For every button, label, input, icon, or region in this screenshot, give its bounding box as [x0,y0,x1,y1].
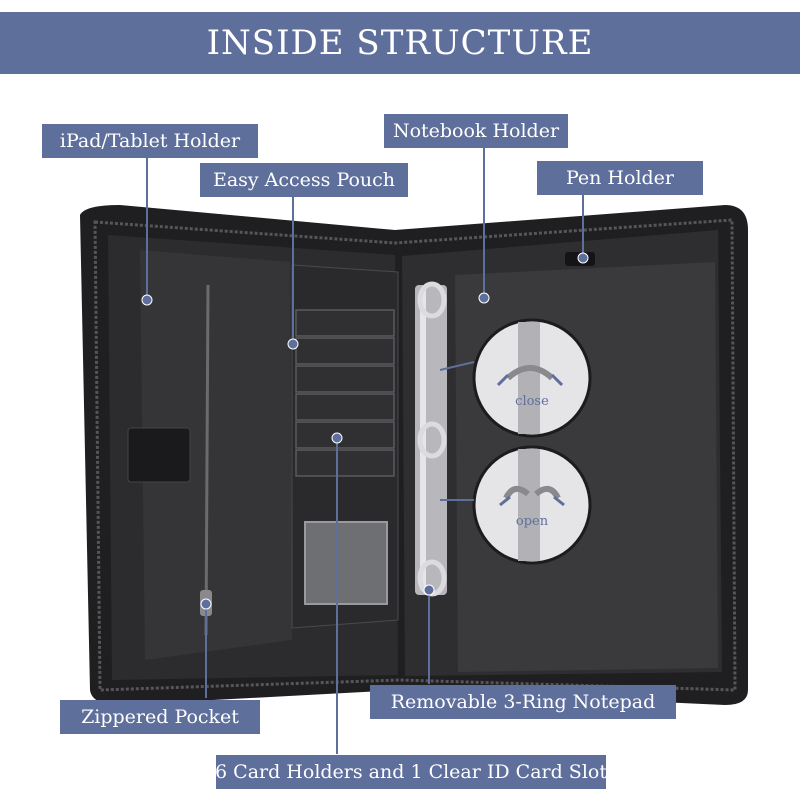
open-callout-label: open [516,514,549,529]
label-ipad-holder-text: iPad/Tablet Holder [59,130,241,152]
leader-cards [336,438,338,754]
label-ring-notepad-text: Removable 3-Ring Notepad [390,691,656,713]
dot-zippered [200,598,212,610]
leader-zippered [205,600,207,698]
card-slot [295,337,395,365]
dot-pouch [287,338,299,350]
card-slot [295,309,395,337]
label-ring-notepad: Removable 3-Ring Notepad [370,685,676,719]
label-card-holders-text: 6 Card Holders and 1 Clear ID Card Slot [215,761,607,783]
ring-open-callout: open [472,445,592,565]
label-easy-access-pouch: Easy Access Pouch [200,163,408,197]
label-zippered-pocket: Zippered Pocket [60,700,260,734]
page-title-banner: INSIDE STRUCTURE [0,12,800,74]
label-pen-holder-text: Pen Holder [565,167,675,189]
card-slot [295,365,395,393]
card-slots [295,309,395,477]
binder-ring [417,281,447,319]
leader-pouch [292,196,294,344]
ring-close-callout: close [472,318,592,438]
leader-notebook [483,146,485,298]
clear-id-slot [304,521,388,605]
dot-pen [577,252,589,264]
dot-cards [331,432,343,444]
tablet-strap [127,427,191,483]
dot-notebook [478,292,490,304]
zipper-edge [93,218,737,692]
card-slot [295,449,395,477]
ring-bar-shine [420,290,426,590]
leader-ring-notepad [428,590,430,684]
tablet-holder-panel [140,250,292,660]
dot-ipad [141,294,153,306]
label-ipad-holder: iPad/Tablet Holder [42,124,258,158]
callout-pointer [439,361,475,371]
binder-ring [417,421,447,459]
dot-ring-notepad [423,584,435,596]
leader-pen [582,194,584,258]
label-easy-access-pouch-text: Easy Access Pouch [212,169,396,191]
label-zippered-pocket-text: Zippered Pocket [81,706,239,728]
page-title: INSIDE STRUCTURE [206,23,594,63]
close-callout-label: close [515,394,549,409]
label-notebook-holder: Notebook Holder [384,114,568,148]
card-slot [295,393,395,421]
label-card-holders: 6 Card Holders and 1 Clear ID Card Slot [215,755,607,789]
card-slot [295,421,395,449]
label-pen-holder: Pen Holder [537,161,703,195]
zippered-pocket-zip [204,284,210,636]
leader-ipad [146,154,148,300]
label-notebook-holder-text: Notebook Holder [392,120,560,142]
